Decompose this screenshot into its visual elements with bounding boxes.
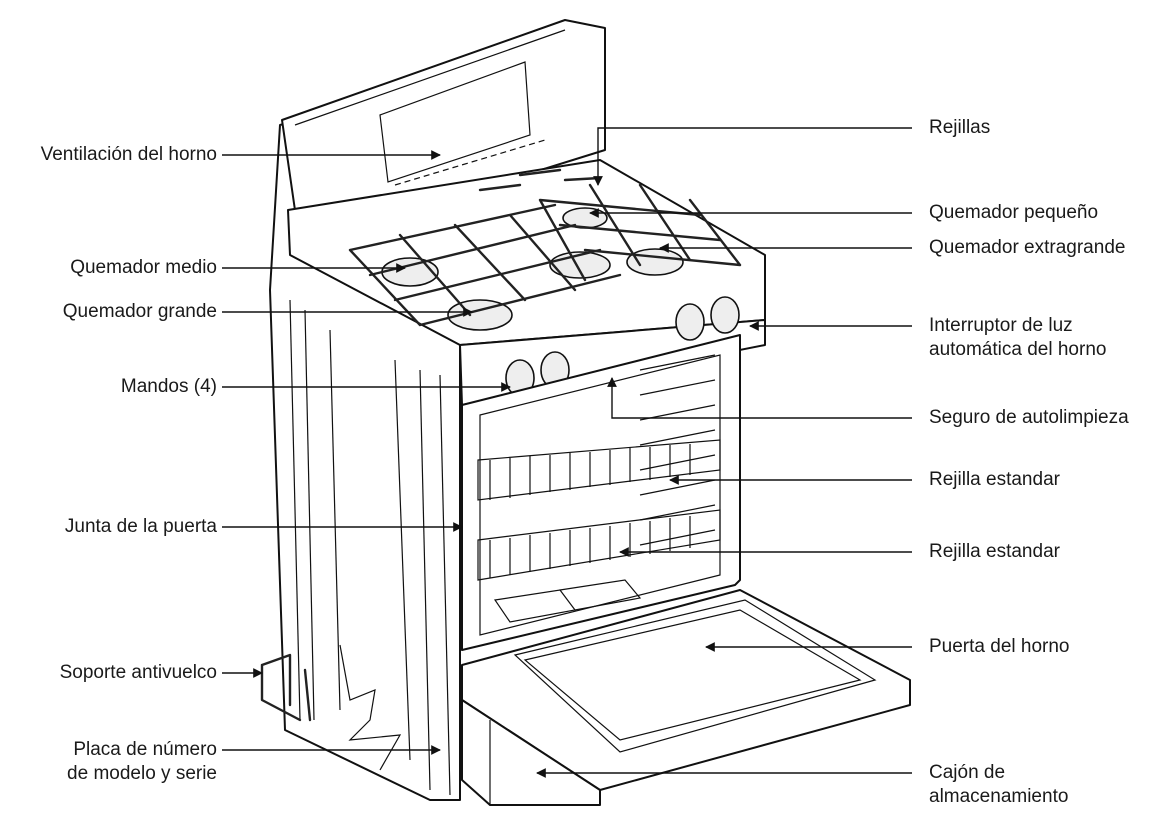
label-oven-vent: Ventilación del horno [40, 144, 217, 165]
label-large-burner: Quemador grande [62, 301, 217, 322]
label-model-serial-plate-line1: Placa de número [73, 739, 217, 760]
label-model-serial-plate: Placa de número de modelo y serie [67, 738, 217, 786]
display-window [379, 61, 531, 183]
label-small-burner: Quemador pequeño [929, 202, 1099, 223]
grate-left [348, 203, 622, 327]
label-standard-rack-2: Rejilla estandar [929, 541, 1060, 562]
label-grates: Rejillas [929, 117, 991, 138]
control-knobs [505, 296, 740, 397]
burner-xlarge [626, 248, 684, 276]
label-xlarge-burner: Quemador extragrande [929, 237, 1126, 258]
label-storage-drawer: Cajón de almacenamiento [929, 761, 1068, 809]
oven-vent-slot [394, 139, 546, 186]
label-knobs: Mandos (4) [120, 376, 217, 397]
label-door-gasket: Junta de la puerta [64, 516, 217, 537]
label-oven-door: Puerta del horno [929, 636, 1070, 657]
label-storage-drawer-line2: almacenamiento [929, 786, 1069, 807]
label-medium-burner: Quemador medio [70, 257, 217, 278]
label-storage-drawer-line1: Cajón de [929, 762, 1006, 783]
oven-racks [477, 439, 721, 581]
burner-medium [381, 257, 439, 287]
control-panel [459, 319, 766, 406]
label-model-serial-plate-line2: de modelo y serie [67, 763, 217, 784]
label-self-clean-lock: Seguro de autolimpieza [929, 407, 1129, 428]
grate-right [538, 183, 742, 282]
label-standard-rack-1: Rejilla estandar [929, 469, 1060, 490]
leader-lines [222, 127, 912, 778]
range-illustration [260, 19, 911, 806]
door-window [523, 609, 862, 741]
label-anti-tip-bracket: Soporte antivuelco [59, 662, 217, 683]
storage-drawer [461, 699, 601, 806]
label-oven-light-switch: Interruptor de luz automática del horno [929, 314, 1106, 362]
label-oven-light-switch-line2: automática del horno [929, 339, 1107, 360]
label-oven-light-switch-line1: Interruptor de luz [929, 315, 1073, 336]
